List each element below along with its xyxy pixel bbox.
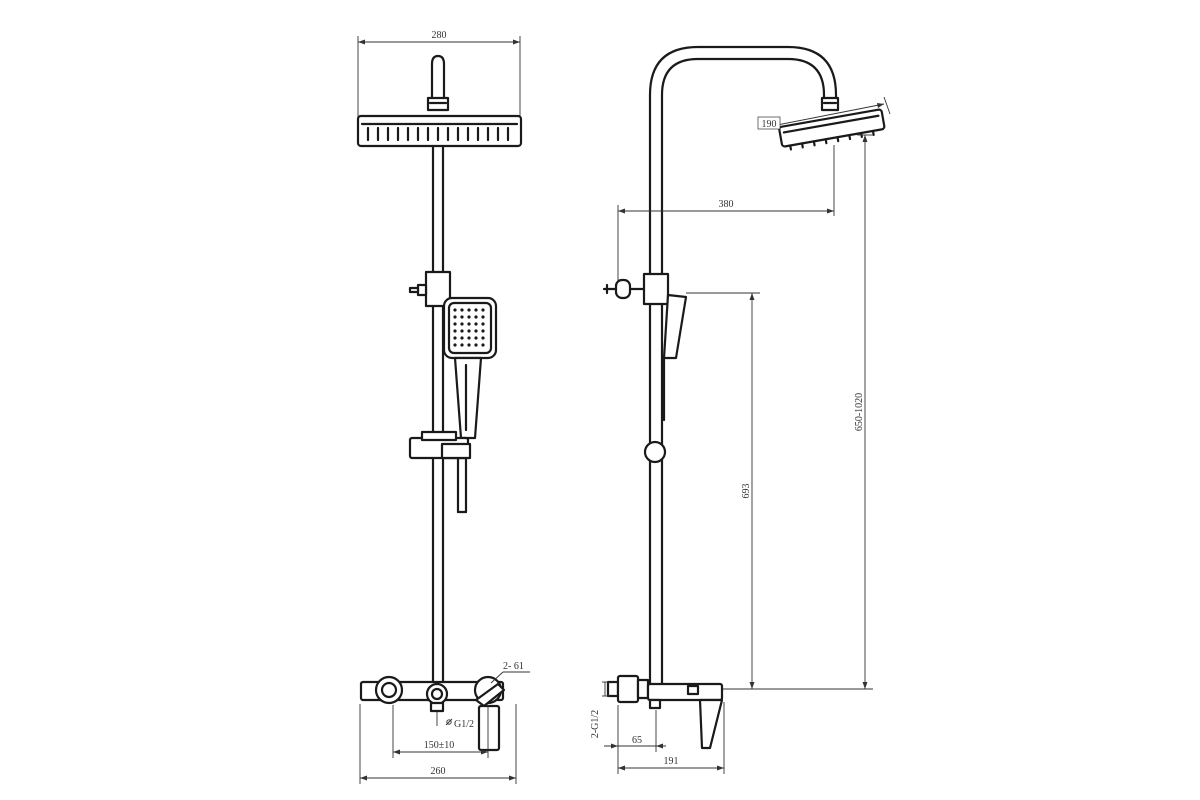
dimension-outlet: 2- 61 xyxy=(490,661,530,684)
dim-label-280: 280 xyxy=(432,30,447,41)
dim-label-693: 693 xyxy=(741,484,752,499)
wall-bracket xyxy=(602,272,670,306)
dim-label-thread: G1/2 xyxy=(454,719,474,730)
dimension-centres: 150±10 xyxy=(392,705,489,758)
hand-shower-side xyxy=(662,293,688,422)
riser-tube xyxy=(431,144,445,692)
dim-label-150: 150±10 xyxy=(424,740,455,751)
mixer-body xyxy=(359,675,506,752)
dim-label-380: 380 xyxy=(719,199,734,210)
dim-label-outlet: 2- 61 xyxy=(503,661,524,672)
dimension-arm-reach: 380 xyxy=(617,145,835,290)
dimension-spout-offset: 65 xyxy=(604,705,666,752)
dimension-inlet: 2-G1/2 xyxy=(590,681,610,738)
shower-arm xyxy=(426,54,450,112)
dim-label-190: 190 xyxy=(762,119,777,130)
dimension-bar-height: 693 xyxy=(686,292,760,690)
dim-label-65: 65 xyxy=(632,735,642,746)
riser-arm-bent xyxy=(648,45,838,702)
head-connector xyxy=(820,96,840,112)
dim-label-650-1020: 650-1020 xyxy=(854,393,865,431)
dimension-depth: 191 xyxy=(617,702,725,774)
slide-knob xyxy=(643,440,667,464)
overhead-shower-head-side xyxy=(778,108,886,151)
dimension-head-diameter: 190 xyxy=(757,96,891,130)
dimension-total-width: 260 xyxy=(359,704,517,784)
dim-label-191: 191 xyxy=(664,756,679,767)
dim-label-260: 260 xyxy=(431,766,446,777)
side-view: 190 380 xyxy=(590,45,891,774)
overhead-shower-head xyxy=(356,114,523,148)
mixer-body-side xyxy=(606,674,724,750)
hand-shower-nozzles xyxy=(453,308,485,347)
dim-label-inlet: 2-G1/2 xyxy=(590,710,601,738)
dimension-thread: G1/2 xyxy=(436,712,474,730)
front-view: 280 xyxy=(356,30,530,784)
hand-shower xyxy=(442,296,498,440)
slide-bracket xyxy=(408,430,472,460)
dimension-height-range: 650-1020 xyxy=(700,134,873,690)
nozzle-row xyxy=(366,126,510,142)
shower-hose xyxy=(456,456,468,514)
dimension-head-width: 280 xyxy=(357,30,521,118)
diverter-block xyxy=(408,270,452,308)
